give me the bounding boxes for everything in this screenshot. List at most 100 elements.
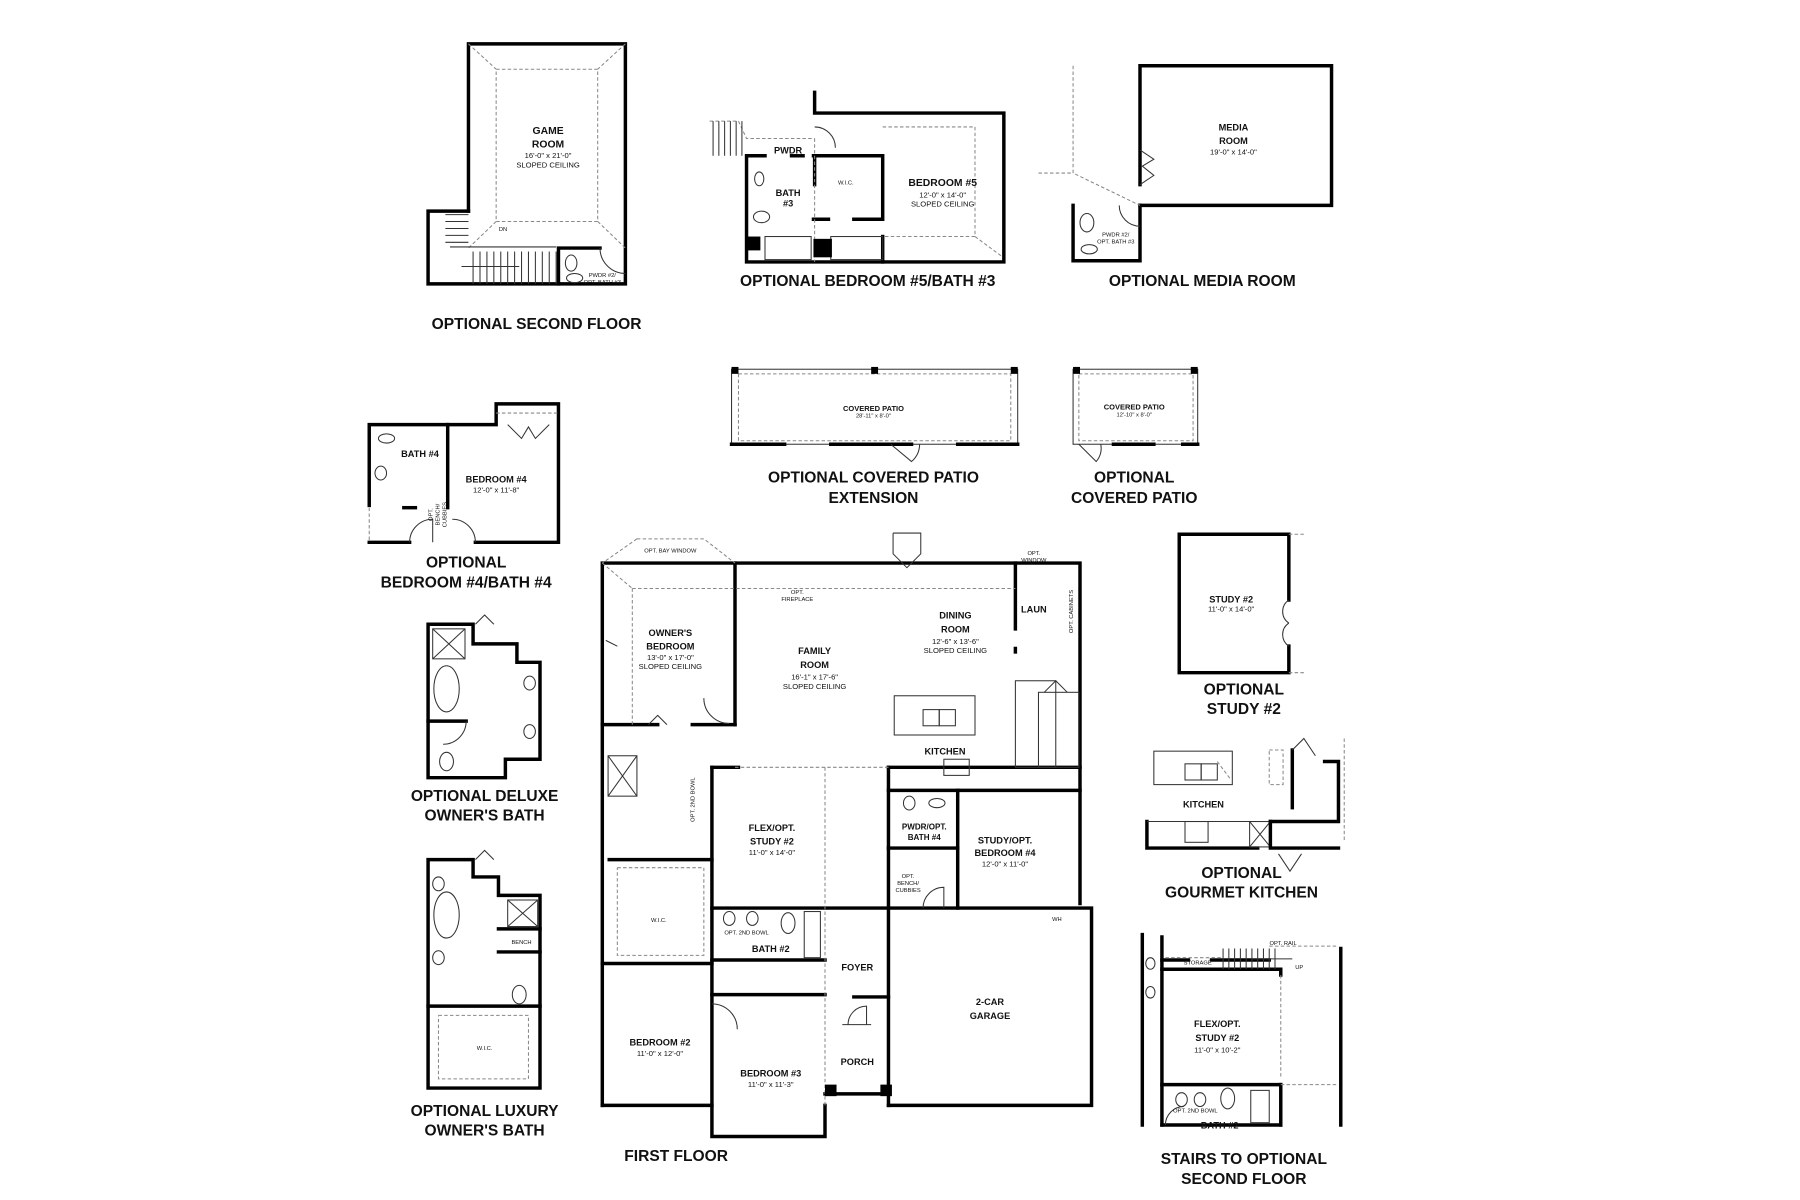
dashed-line [1078, 373, 1194, 442]
fixture-sink [754, 171, 765, 187]
plan-title: OPTIONAL [1201, 865, 1282, 882]
note: OPT. 2ND BOWL [1173, 1108, 1217, 1114]
dashed-line [597, 43, 626, 70]
room-dims: 19'-0" x 14'-0" [1210, 148, 1257, 157]
plan-title: OPTIONAL BEDROOM #5/BATH #3 [740, 273, 996, 290]
room-dims: 12'-10" x 8'-0" [1117, 413, 1152, 419]
plan-title: STAIRS TO OPTIONAL [1161, 1151, 1328, 1168]
room-label: BATH [776, 188, 801, 198]
fixture-sink [1220, 1087, 1236, 1110]
wall [1177, 532, 1291, 675]
dashed-line [1268, 749, 1284, 786]
room-label: LAUN [1021, 605, 1047, 615]
plan-linework [367, 42, 1345, 1139]
room-label: KITCHEN [925, 747, 966, 757]
room-label: DINING [939, 610, 971, 620]
fixture [1014, 680, 1057, 768]
room-label: BEDROOM #4 [466, 474, 528, 484]
thin-line [1043, 680, 1068, 693]
room-label: STORAGE [1184, 961, 1212, 967]
thin-line [507, 899, 539, 927]
ceiling-note: SLOPED CEILING [639, 662, 703, 671]
plan-title: COVERED PATIO [1071, 490, 1198, 507]
plan-title: OPTIONAL [1204, 682, 1285, 699]
room-label: COVERED PATIO [1104, 403, 1165, 412]
plan-optional-media-room: MEDIA ROOM 19'-0" x 14'-0" PWDR #2/ OPT.… [1097, 122, 1296, 290]
note: OPT. 2ND BOWL [691, 777, 697, 821]
note: OPT. [1027, 551, 1040, 557]
fixture-sink [722, 911, 736, 926]
room-label: OPT. BATH #3 [584, 280, 621, 286]
wall [600, 1103, 827, 1139]
fixture [1037, 691, 1080, 768]
room-label: STUDY #2 [1209, 594, 1253, 604]
fixture-sink [780, 912, 796, 934]
fixture [803, 911, 821, 959]
thin-line [1139, 149, 1155, 186]
bench-note: OPT. [429, 508, 435, 521]
room-label: W.I.C. [651, 918, 667, 924]
room-dims: 12'-0" x 14'-0" [919, 190, 966, 199]
thin-line [1249, 821, 1271, 848]
fixture-sink [928, 797, 946, 809]
plan-title: STUDY #2 [1207, 701, 1281, 718]
plan-optional-study2: STUDY #2 11'-0" x 14'-0" OPTIONAL STUDY … [1204, 594, 1285, 718]
plan-optional-second-floor: GAME ROOM 16'-0" x 21'-0" SLOPED CEILING… [432, 126, 642, 333]
fixture [1250, 1089, 1270, 1124]
bench-note: BENCH [511, 940, 531, 946]
wall [1160, 967, 1283, 977]
note: UP [1295, 965, 1303, 971]
room-dims: 12'-6" x 13'-6" [932, 637, 979, 646]
fixture-sink [511, 984, 527, 1005]
note: OPT. 2ND BOWL [724, 931, 768, 937]
dashed-line [468, 43, 497, 70]
post [813, 238, 832, 258]
room-label: FLEX/OPT. [1194, 1019, 1241, 1029]
wall [1071, 203, 1142, 263]
door-swing [703, 698, 730, 724]
plan-stairs-to-second-floor: STORAGE OPT. RAIL UP FLEX/OPT. STUDY #2 … [1161, 941, 1328, 1188]
door-swing [890, 443, 921, 463]
wall [744, 90, 1006, 264]
room-label: STUDY/OPT. [978, 835, 1032, 845]
dashed-line [737, 373, 1012, 442]
room-label: BATH #2 [1201, 1120, 1239, 1130]
bench-note: BENCH/ [436, 503, 442, 525]
fixture [830, 236, 884, 261]
note: OPT. RAIL [1269, 941, 1296, 947]
post [825, 1084, 837, 1097]
thin-line [607, 755, 638, 797]
fixture [893, 695, 976, 736]
post [1190, 366, 1198, 374]
note: WINDOW [1021, 558, 1047, 564]
fixture-sink [1080, 244, 1098, 255]
note: OPT. CABINETS [1069, 590, 1075, 633]
fixture-sink [523, 675, 536, 691]
wall [426, 209, 561, 286]
room-dims: 11'-0" x 14'-0" [749, 848, 796, 857]
fixture-sink [1079, 212, 1095, 233]
wall [710, 906, 1094, 1108]
post [871, 366, 879, 374]
fixture-sink [523, 724, 536, 739]
plan-title: SECOND FLOOR [1181, 1171, 1306, 1188]
plan-title: OPTIONAL DELUXE [411, 788, 559, 805]
room-label: FOYER [841, 962, 873, 972]
post [880, 1084, 892, 1097]
door-swing [409, 518, 434, 543]
fixture [507, 899, 539, 928]
fixture-sink [564, 254, 578, 272]
room-label: BEDROOM [646, 642, 694, 652]
bench-note: CUBBIES [443, 502, 449, 527]
note: OPT. BAY WINDOW [644, 549, 697, 555]
fixture-sink [566, 272, 584, 284]
door-swing [1282, 622, 1290, 647]
note: OPT. [791, 590, 804, 596]
post [1073, 366, 1080, 374]
fixture [1184, 763, 1202, 781]
plan-title: GOURMET KITCHEN [1165, 885, 1318, 902]
fixture-sink [1145, 986, 1156, 999]
room-label: BATH #4 [401, 449, 440, 459]
wall [426, 622, 542, 780]
plan-title: BEDROOM #4/BATH #4 [381, 574, 552, 591]
